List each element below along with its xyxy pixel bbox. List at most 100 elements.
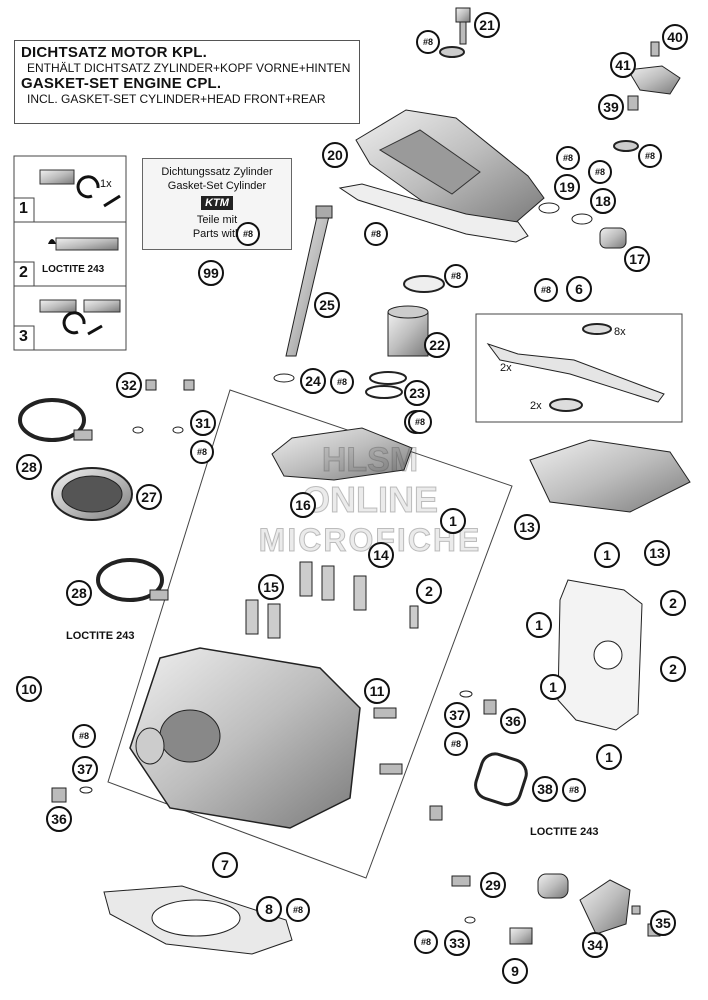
- brand-logo: KTM: [201, 196, 233, 210]
- valve-cover-gasket: [338, 183, 529, 243]
- step-box-2: [13, 221, 127, 287]
- header-line-4: INCL. GASKET-SET CYLINDER+HEAD FRONT+REA…: [27, 92, 326, 106]
- gasket-cylinder-note: Dichtungssatz Zylinder Gasket-Set Cylind…: [142, 158, 292, 250]
- part-callout[interactable]: 14: [368, 542, 394, 568]
- part-callout[interactable]: 19: [554, 174, 580, 200]
- cylinder-head-frame: [107, 389, 513, 879]
- part-callout[interactable]: 28: [16, 454, 42, 480]
- hose-clamp-lower: [96, 558, 169, 602]
- step-label-3: 3: [19, 328, 28, 345]
- part-callout[interactable]: 7: [212, 852, 238, 878]
- ref-callout[interactable]: #8: [534, 278, 558, 302]
- ref-callout[interactable]: #8: [190, 440, 214, 464]
- thermostat-housing: [537, 873, 661, 937]
- part-callout[interactable]: 34: [582, 932, 608, 958]
- part-callout[interactable]: 1: [526, 612, 552, 638]
- part-callout[interactable]: 13: [514, 514, 540, 540]
- part-callout[interactable]: 16: [290, 492, 316, 518]
- part-callout[interactable]: 31: [190, 410, 216, 436]
- part-callout[interactable]: 11: [364, 678, 390, 704]
- part-callout[interactable]: 8: [256, 896, 282, 922]
- part-callout[interactable]: 39: [598, 94, 624, 120]
- part-callout[interactable]: 24: [300, 368, 326, 394]
- qty-8x: 8x: [614, 326, 626, 338]
- part-callout[interactable]: 15: [258, 574, 284, 600]
- part-callout[interactable]: 27: [136, 484, 162, 510]
- shim-plate: [557, 579, 643, 731]
- header-line-1: DICHTSATZ MOTOR KPL.: [21, 44, 207, 61]
- part-callout[interactable]: 36: [500, 708, 526, 734]
- step-1-note: 1x: [100, 178, 112, 190]
- part-callout[interactable]: 23: [404, 380, 430, 406]
- plug-seal: [51, 690, 497, 821]
- part-callout[interactable]: 38: [532, 776, 558, 802]
- part-callout[interactable]: 35: [650, 910, 676, 936]
- ref-callout[interactable]: #8: [408, 410, 432, 434]
- part-callout[interactable]: 2: [416, 578, 442, 604]
- part-callout[interactable]: 10: [16, 676, 42, 702]
- gasket-set-panel: [475, 313, 683, 423]
- part-callout[interactable]: 9: [502, 958, 528, 984]
- cap-nuts: [132, 379, 195, 434]
- part-callout[interactable]: 32: [116, 372, 142, 398]
- part-callout[interactable]: 13: [644, 540, 670, 566]
- part-callout[interactable]: 17: [624, 246, 650, 272]
- part-callout[interactable]: 2: [660, 656, 686, 682]
- ref-callout[interactable]: #8: [556, 146, 580, 170]
- valve-guides: [245, 561, 419, 639]
- ref-callout[interactable]: #8: [444, 732, 468, 756]
- part-callout[interactable]: 37: [444, 702, 470, 728]
- ref-callout[interactable]: #8: [638, 144, 662, 168]
- part-callout[interactable]: 1: [440, 508, 466, 534]
- part-callout[interactable]: 6: [566, 276, 592, 302]
- ref-callout[interactable]: #8: [330, 370, 354, 394]
- part-callout[interactable]: 37: [72, 756, 98, 782]
- ref-callout[interactable]: #8: [414, 930, 438, 954]
- oil-filter-sleeve: [365, 275, 445, 399]
- part-callout[interactable]: 41: [610, 52, 636, 78]
- ref-callout[interactable]: #8: [444, 264, 468, 288]
- step-2-loctite: LOCTITE 243: [42, 264, 105, 275]
- rocker-arm-assembly: [271, 427, 413, 481]
- qty-2x-b: 2x: [530, 400, 542, 412]
- part-callout[interactable]: 22: [424, 332, 450, 358]
- gasket-set-info-box: DICHTSATZ MOTOR KPL. ENTHÄLT DICHTSATZ Z…: [14, 40, 360, 124]
- part-callout[interactable]: 1: [596, 744, 622, 770]
- part-callout[interactable]: 1: [594, 542, 620, 568]
- gasket-note-line-3: Teile mit: [196, 214, 238, 226]
- ref-callout[interactable]: #8: [588, 160, 612, 184]
- part-callout[interactable]: 33: [444, 930, 470, 956]
- step-label-2: 2: [19, 264, 28, 281]
- part-callout[interactable]: 2: [660, 590, 686, 616]
- o-ring-seal: [474, 752, 528, 807]
- loctite-label-left: LOCTITE 243: [66, 630, 135, 642]
- part-callout[interactable]: 21: [474, 12, 500, 38]
- ref-callout[interactable]: #8: [364, 222, 388, 246]
- header-line-2: ENTHÄLT DICHTSATZ ZYLINDER+KOPF VORNE+HI…: [27, 61, 351, 75]
- cover-bolt: [439, 7, 471, 58]
- ref-callout[interactable]: #8: [416, 30, 440, 54]
- step-box-1: [13, 155, 127, 223]
- qty-2x-a: 2x: [500, 362, 512, 374]
- part-callout[interactable]: 28: [66, 580, 92, 606]
- part-callout[interactable]: 36: [46, 806, 72, 832]
- ref-callout[interactable]: #8: [72, 724, 96, 748]
- temperature-sensor: [451, 875, 533, 945]
- ref-callout[interactable]: #8: [286, 898, 310, 922]
- tube: [273, 205, 333, 383]
- head-gasket: [103, 885, 293, 955]
- ref-callout[interactable]: #8: [562, 778, 586, 802]
- part-callout[interactable]: 29: [480, 872, 506, 898]
- gasket-note-ref-callout[interactable]: #8: [236, 222, 260, 246]
- part-callout[interactable]: 20: [322, 142, 348, 168]
- part-callout[interactable]: 18: [590, 188, 616, 214]
- part-callout[interactable]: 40: [662, 24, 688, 50]
- part-callout[interactable]: 25: [314, 292, 340, 318]
- part-callout[interactable]: 1: [540, 674, 566, 700]
- loctite-label-right: LOCTITE 243: [530, 826, 599, 838]
- gasket-note-line-4: Parts with: [192, 228, 242, 240]
- step-label-1: 1: [19, 200, 28, 217]
- part-callout-99[interactable]: 99: [198, 260, 224, 286]
- header-line-3: GASKET-SET ENGINE CPL.: [21, 75, 222, 92]
